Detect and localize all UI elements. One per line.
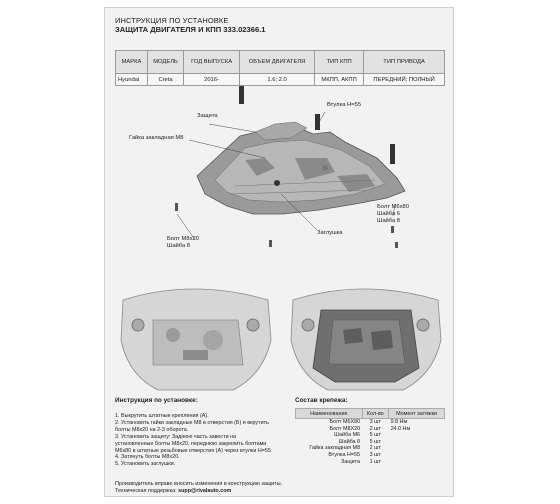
instructions-title: Инструкция по установке: (115, 397, 198, 404)
sheet-title: ИНСТРУКЦИЯ ПО УСТАНОВКЕ (115, 16, 229, 25)
table-row: Болт М8Х20 2 шт 24.0 Нм (296, 426, 445, 433)
table-row: Шайба М6 5 шт (296, 432, 445, 439)
callout-bolt-m8: Болт М8х20 (167, 236, 199, 242)
fastener-torque: 9.8 Нм (390, 419, 408, 425)
callout-washer8-left: Шайба 8 (167, 243, 191, 249)
callout-washer6: Шайба 6 (377, 211, 401, 217)
fastener-name: Болт М8Х20 (329, 425, 361, 432)
exploded-assembly-diagram (175, 86, 406, 248)
fastener-qty: 3 шт (369, 419, 381, 425)
fastener-torque (389, 432, 445, 439)
year-value: 2016- (183, 73, 241, 86)
fastener-name: Шайба 8 (338, 438, 361, 445)
fastener-torque (389, 459, 445, 466)
instruction-sheet: ИНСТРУКЦИЯ ПО УСТАНОВКЕ ЗАЩИТА ДВИГАТЕЛЯ… (104, 7, 454, 497)
instruction-line: установленные болты М8х20, переднюю закр… (115, 440, 267, 447)
spec-header-row: МАРКА МОДЕЛЬ ГОД ВЫПУСКА ОБЪЕМ ДВИГАТЕЛЯ… (115, 50, 445, 74)
instructions-list: 1. Выкрутить штатные крепления (А). 2. У… (115, 413, 287, 468)
col-year: ГОД ВЫПУСКА (183, 50, 241, 74)
fastener-qty: 3 шт (369, 451, 381, 458)
fastener-qty: 2 шт (369, 425, 381, 432)
table-row: Шайба 8 5 шт (296, 439, 445, 446)
footer-support: Техническая поддержка: supp@rivalauto.co… (115, 488, 282, 495)
col-qty: Кол-во (361, 408, 390, 419)
bushing-2 (315, 114, 320, 130)
bushing-3 (390, 144, 395, 164)
bushing-1 (239, 86, 244, 104)
fastener-name: Гайка закладная М8 (309, 445, 361, 452)
bushings (239, 86, 395, 164)
bolts (175, 203, 398, 248)
fastener-torque (389, 452, 445, 459)
fastener-qty: 5 шт (369, 438, 381, 445)
footer-disclaimer: Производитель вправе вносить изменения в… (115, 481, 283, 487)
fastener-torque: 24.0 Нм (390, 425, 411, 432)
footer: Производитель вправе вносить изменения в… (115, 481, 282, 494)
fastener-name: Болт М6Х80 (329, 419, 361, 425)
instruction-line: 2. Установить гайки закладные М8 в отвер… (115, 419, 269, 426)
instruction-line: 1. Выкрутить штатные крепления (А). (115, 413, 209, 419)
fasteners-header-row: Наименование Кол-во Момент затяжки (295, 408, 445, 419)
fastener-name: Втулка H=55 (328, 451, 361, 458)
table-row: Защита 1 шт (296, 459, 445, 466)
table-row: Гайка закладная М8 2 шт (296, 445, 445, 452)
underbody-before-view (113, 280, 278, 400)
support-label: Техническая поддержка: (115, 487, 177, 494)
drive-value: ПЕРЕДНИЙ; ПОЛНЫЙ (363, 73, 445, 86)
col-model: МОДЕЛЬ (146, 50, 185, 74)
col-brand: МАРКА (115, 50, 148, 74)
instruction-line: 3. Установить защиту: Заднюю часть завес… (115, 433, 237, 440)
col-name: Наименование (295, 408, 363, 419)
vehicle-spec-table: МАРКА МОДЕЛЬ ГОД ВЫПУСКА ОБЪЕМ ДВИГАТЕЛЯ… (115, 50, 445, 86)
instruction-line: 5. Установить заглушки. (115, 461, 176, 468)
table-row: Болт М6Х80 3 шт 9.8 Нм (296, 419, 445, 426)
callout-bushing: Втулка H=55 (327, 102, 362, 108)
leader-lines (176, 111, 396, 241)
model-value: Creta (146, 73, 185, 86)
instruction-line: М6х80 в штатные резьбовые отверстия (А) … (115, 447, 271, 454)
callout-plug: Заглушка (317, 230, 343, 236)
fastener-name: Шайба М6 (334, 432, 361, 439)
fasteners-title: Состав крепежа: (295, 397, 348, 404)
fastener-torque (389, 439, 445, 446)
fastener-torque (389, 445, 445, 452)
instruction-line: 4. Затянуть болты М8х20. (115, 454, 180, 461)
callout-protection: Защита (197, 113, 218, 119)
gearbox-value: МКПП, АКПП (314, 73, 365, 86)
col-torque: Момент затяжки (388, 408, 445, 419)
col-gearbox: ТИП КПП (314, 50, 365, 74)
engine-value: 1.6; 2.0 (239, 73, 316, 86)
skid-plate-drawing (196, 121, 406, 215)
fasteners-table: Наименование Кол-во Момент затяжки Болт … (295, 408, 445, 465)
fastener-qty: 2 шт (369, 445, 381, 452)
underbody-after-view (283, 280, 448, 400)
instruction-line: болты М8х20 на 2-3 оборота. (115, 426, 189, 433)
spec-value-row: Hyundai Creta 2016- 1.6; 2.0 МКПП, АКПП … (115, 73, 445, 86)
callout-bolt-m6: Болт М6х80 (377, 204, 409, 210)
callout-washer8-right: Шайба 8 (377, 218, 401, 224)
fastener-qty: 5 шт (369, 432, 381, 439)
fastener-name: Защита (340, 458, 361, 465)
support-email-link[interactable]: supp@rivalauto.com (178, 487, 232, 494)
callout-nut: Гайка закладная М8 (129, 135, 184, 141)
table-row: Втулка H=55 3 шт (296, 452, 445, 459)
product-title: ЗАЩИТА ДВИГАТЕЛЯ И КПП 333.02366.1 (115, 25, 266, 34)
col-drive: ТИП ПРИВОДА (363, 50, 445, 74)
fastener-qty: 1 шт (369, 458, 381, 465)
